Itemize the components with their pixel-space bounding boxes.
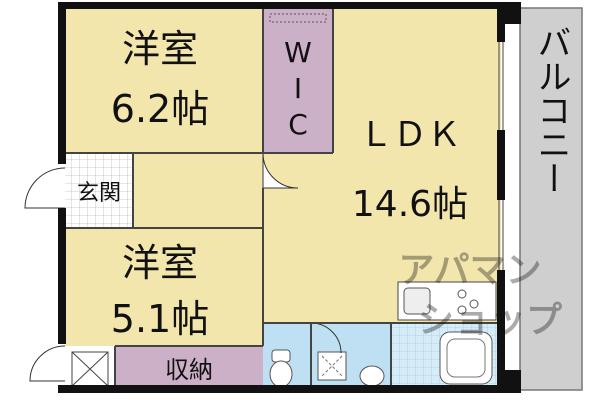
- ldk-size: 14.6帖: [352, 184, 468, 225]
- ldk-floor-upper: [333, 8, 501, 153]
- stove-burner-icon: [457, 289, 467, 299]
- door-swing: [29, 345, 66, 382]
- wic-label-w: W: [284, 36, 312, 69]
- bedroom2-name: 洋室: [122, 241, 198, 285]
- bedroom1-size: 6.2帖: [111, 87, 209, 131]
- watermark-logo: アパマン ショップ: [398, 250, 562, 341]
- storage-floor: [115, 346, 263, 390]
- entrance-floor: [65, 153, 133, 228]
- interior-walls: [65, 8, 501, 390]
- toilet-bowl-icon: [269, 360, 293, 388]
- stove-burner-icon: [469, 299, 479, 309]
- wic-floor: [263, 8, 333, 153]
- toilet-tank-icon: [271, 349, 291, 363]
- balcony: [519, 7, 583, 391]
- washbasin-icon: [359, 365, 385, 387]
- balcony-name: バルコニー: [531, 25, 571, 195]
- shaft-cross: [71, 351, 109, 387]
- bedroom2-floor: [65, 228, 263, 346]
- stove-burner-icon: [457, 305, 467, 315]
- sink-icon: [403, 287, 431, 315]
- bathtub-icon: [446, 338, 486, 378]
- door-swing: [262, 152, 299, 189]
- wic-shelf: [269, 13, 327, 23]
- storage-name: 収納: [165, 356, 213, 384]
- entrance-name: 玄関: [77, 181, 121, 206]
- balcony-window: [498, 42, 504, 270]
- wic-label-i: I: [294, 72, 302, 105]
- outer-walls: [58, 2, 521, 393]
- wic-label-c: C: [288, 108, 308, 141]
- bedroom1-floor: [65, 8, 263, 153]
- entrance-door-swing: [24, 167, 66, 209]
- ldk-name: ＬＤＫ: [359, 115, 461, 155]
- watermark-line1: アパマン: [398, 250, 541, 291]
- bedroom1-name: 洋室: [122, 27, 198, 71]
- bedroom2-size: 5.1帖: [111, 297, 209, 341]
- watermark-line2: ショップ: [418, 300, 562, 341]
